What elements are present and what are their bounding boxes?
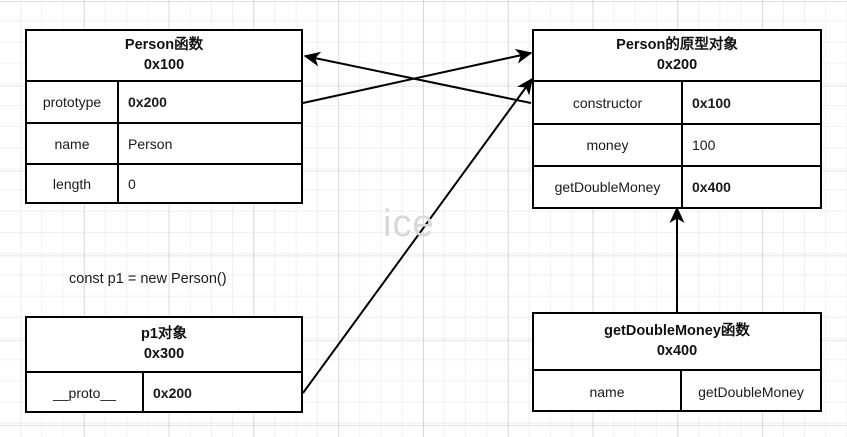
node-person-prototype[interactable]: Person的原型对象 0x200 constructor 0x100 mone…: [532, 29, 822, 209]
row-value-name: getDoubleMoney: [698, 383, 804, 400]
node-person-function-address: 0x100: [143, 56, 185, 73]
row-value-length: 0: [128, 175, 136, 192]
node-person-function-title: Person函数: [124, 37, 204, 54]
node-getdoublemoney-function[interactable]: getDoubleMoney函数 0x400 name getDoubleMon…: [532, 312, 822, 412]
row-key-proto: __proto__: [27, 373, 144, 413]
table-row[interactable]: prototype 0x200: [27, 82, 301, 124]
table-row[interactable]: getDoubleMoney 0x400: [534, 167, 820, 207]
row-value-name: Person: [128, 135, 173, 152]
table-row[interactable]: money 100: [534, 125, 820, 167]
node-getdoublemoney-function-address: 0x400: [656, 342, 698, 359]
row-value-constructor: 0x100: [692, 94, 731, 111]
row-key-prototype: prototype: [27, 82, 119, 122]
table-row[interactable]: constructor 0x100: [534, 82, 820, 125]
edge-constructor-to-person-function: [303, 51, 532, 104]
node-person-prototype-header: Person的原型对象 0x200: [534, 31, 820, 82]
code-note: const p1 = new Person(): [69, 271, 227, 287]
table-row[interactable]: __proto__ 0x200: [27, 373, 301, 413]
edge-p1-proto-to-prototype-object: [302, 77, 533, 394]
row-value-getdoublemoney: 0x400: [692, 179, 731, 195]
node-getdoublemoney-function-title: getDoubleMoney函数: [604, 323, 750, 340]
row-key-name: name: [534, 371, 682, 412]
node-p1-object-address: 0x300: [143, 345, 185, 362]
node-getdoublemoney-function-header: getDoubleMoney函数 0x400: [534, 314, 820, 371]
node-person-function[interactable]: Person函数 0x100 prototype 0x200 name Pers…: [25, 29, 303, 204]
row-value-proto: 0x200: [153, 385, 192, 401]
edge-prototype-to-prototype-object: [302, 48, 533, 104]
table-row[interactable]: name Person: [27, 124, 301, 165]
node-person-prototype-address: 0x200: [656, 56, 698, 73]
node-p1-object-header: p1对象 0x300: [27, 318, 301, 373]
watermark: ice: [383, 203, 435, 245]
row-key-name: name: [27, 124, 119, 163]
node-person-function-header: Person函数 0x100: [27, 31, 301, 82]
table-row[interactable]: name getDoubleMoney: [534, 371, 820, 412]
row-key-length: length: [27, 165, 119, 202]
table-row[interactable]: length 0: [27, 165, 301, 202]
node-person-prototype-title: Person的原型对象: [616, 37, 738, 54]
row-key-getdoublemoney: getDoubleMoney: [534, 167, 683, 207]
row-value-money: 100: [692, 137, 716, 153]
row-key-constructor: constructor: [534, 82, 683, 123]
node-p1-object[interactable]: p1对象 0x300 __proto__ 0x200: [25, 316, 303, 413]
row-value-prototype: 0x200: [128, 94, 167, 110]
row-key-money: money: [534, 125, 683, 165]
node-p1-object-title: p1对象: [141, 326, 187, 343]
